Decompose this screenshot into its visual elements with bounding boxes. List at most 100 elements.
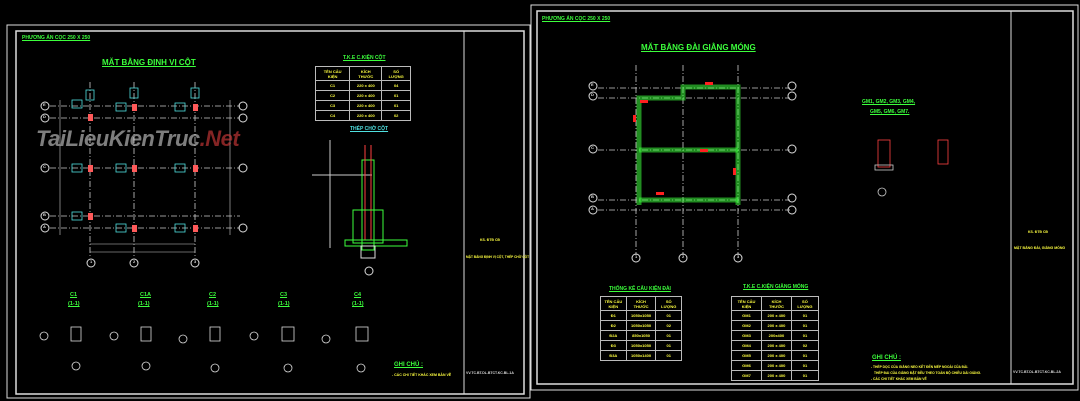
grid-label: E (43, 102, 46, 107)
table-cell: Đ3A (600, 350, 627, 361)
sheet1-columns (88, 104, 198, 232)
table-cell: 200 x 400 (761, 340, 792, 351)
section-name: C1A (140, 292, 152, 298)
sheet1-titleblock-top: KS. ĐTĐ CĐ (480, 238, 501, 242)
grid-label: B (591, 194, 594, 199)
grid-label: 2 (133, 259, 136, 264)
sheet2-notes-title: GHI CHÚ : (872, 355, 901, 361)
table-cell: 220 x 400 (349, 90, 383, 101)
sheet2-inner-frame (536, 10, 1074, 385)
grid-label: C (591, 145, 594, 150)
sheet1-titleblock-name: MẶT BẰNG ĐỊNH VỊ CỘT, THÉP CHỜ CỘT (466, 255, 530, 259)
sheet2-table2-title: T.K.E C.KIỆN GIẰNG MÓNG (743, 284, 809, 290)
sheet1-note: - CÁC CHI TIẾT KHÁC XEM BẢN VẼ (392, 373, 452, 377)
sheet2-outer-frame (530, 4, 1079, 391)
table-cell: 220 x 400 (349, 110, 383, 121)
sheet2-table1-title: THỐNG KÊ CẤU KIỆN ĐÀI (609, 286, 671, 292)
sheet2-note-3: - CÁC CHI TIẾT KHÁC XEM BẢN VẼ (871, 377, 927, 381)
table-cell: 200x400 (761, 330, 792, 341)
grid-label: D (591, 92, 594, 97)
sheet2-titleblock-top: KS. ĐTĐ CĐ (1028, 230, 1049, 234)
table-header: SỐ LƯỢNG (381, 66, 411, 81)
sheet1-dimension-lines (59, 100, 231, 253)
sheet2-grid-lines (598, 65, 790, 255)
table-cell: 04 (381, 80, 411, 91)
table-cell: 01 (790, 310, 820, 321)
grid-label: A (591, 206, 594, 211)
table-header: SỐ LƯỢNG (655, 296, 682, 311)
table-cell: GM2 (730, 320, 763, 331)
sheet1-detail-title: THÉP CHỜ CỘT (350, 126, 389, 132)
grid-label: 1 (635, 254, 638, 259)
table-cell: 1050x1400 (625, 350, 657, 361)
grid-label: B (43, 212, 46, 217)
table-cell: GM7 (730, 370, 763, 381)
table-header: TÊN CẤU KIỆN (314, 66, 351, 81)
table-cell: GM4 (730, 340, 763, 351)
table-cell: 01 (655, 330, 682, 341)
table-cell: Đ2 (600, 320, 627, 331)
table-cell: 01 (790, 320, 820, 331)
table-cell: 01 (790, 330, 820, 341)
table-header: SỐ LƯỢNG (790, 296, 820, 311)
watermark-text: TaiLieuKienTruc (36, 126, 200, 151)
grid-label: D (43, 114, 46, 119)
sheet2-beam-labels (633, 82, 736, 195)
table-cell: 01 (381, 90, 411, 101)
sheet1-title: MẶT BẰNG ĐỊNH VỊ CỘT (102, 58, 196, 67)
sheet1-column-sections (39, 326, 369, 373)
table-cell: C2 (314, 90, 351, 101)
table-cell: 1050x1050 (625, 310, 657, 321)
sheet2-beams (636, 84, 741, 205)
grid-label: C (43, 164, 46, 169)
sheet2-sheet-code: VV.TC.BT.DL.BTCT.KC.BL.2A (1013, 370, 1061, 374)
sheet1-inner-frame (15, 30, 525, 395)
section-sub: (1-1) (138, 301, 150, 307)
table-cell: C3 (314, 100, 351, 111)
grid-label: 3 (737, 254, 740, 259)
table-header: KÍCH THƯỚC (349, 66, 383, 81)
sheet2-title: MẶT BẰNG ĐÀI GIẰNG MÓNG (641, 43, 756, 52)
section-sub: (1-1) (207, 301, 219, 307)
section-name: C1 (70, 292, 78, 298)
sheet1-grid-lines (50, 82, 240, 258)
table-cell: 1050x1050 (625, 320, 657, 331)
sheet1-column-rebar-detail (312, 140, 408, 276)
section-name: C3 (280, 292, 288, 298)
grid-bubbles (40, 81, 797, 268)
table-cell: 01 (790, 350, 820, 361)
table-cell: GM1 (730, 310, 763, 321)
table-cell: GM5 (730, 350, 763, 361)
table-cell: 01 (655, 340, 682, 351)
table-cell: 200 x 400 (761, 310, 792, 321)
sheet1-notes-title: GHI CHÚ : (394, 362, 423, 368)
section-name: C2 (209, 292, 217, 298)
grid-label: 1 (90, 259, 93, 264)
table-cell: Đ1 (600, 310, 627, 321)
table-cell: 200 x 400 (761, 360, 792, 371)
section-sub: (1-1) (352, 301, 364, 307)
table-header: TÊN CẤU KIỆN (600, 296, 627, 311)
table-cell: Đ2A (600, 330, 627, 341)
sheet2-beam-section-detail (874, 139, 949, 197)
sheet1-sheet-code: VV.TC.BT.DL.BTCT.KC.BL.1A (466, 371, 514, 375)
section-sub: (1-1) (278, 301, 290, 307)
